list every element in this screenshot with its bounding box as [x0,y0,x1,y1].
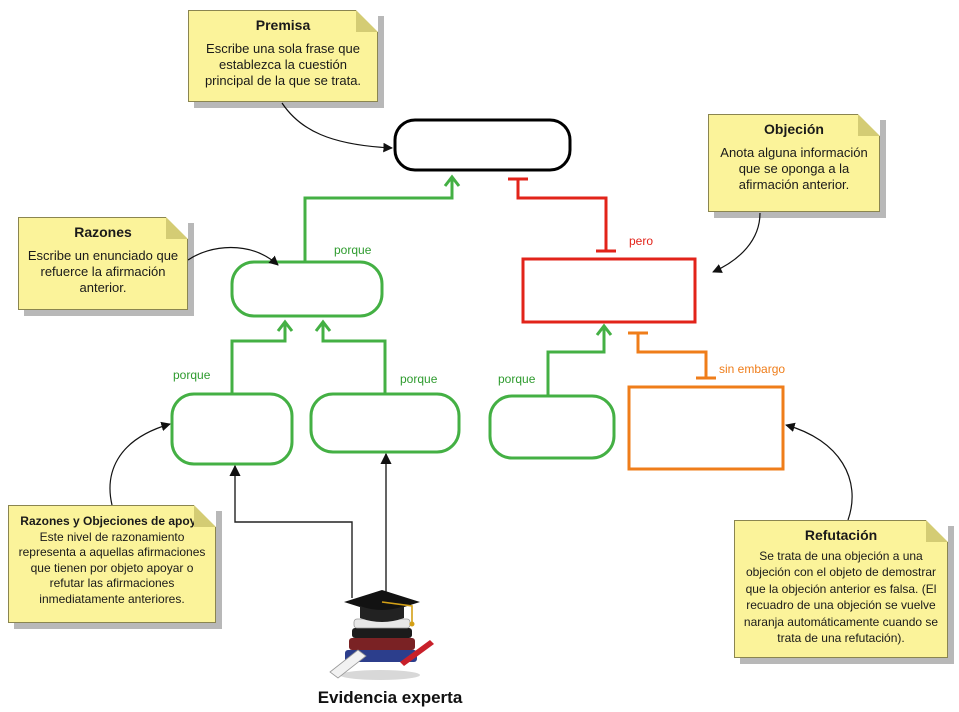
note-razones-objeciones: Razones y Objeciones de apoyo Este nivel… [8,505,216,623]
porque-label-left: porque [173,368,211,382]
evidence-arrows [229,452,392,598]
premise-box[interactable] [393,118,572,172]
support-box-left[interactable] [170,392,294,466]
support-connectors [230,174,613,396]
note-premisa-title: Premisa [255,17,311,33]
evidence-caption: Evidencia experta [317,688,463,707]
note-razones: Razones Escribe un enunciado que refuerc… [18,217,188,310]
porque-label-top: porque [334,243,372,257]
reason-box[interactable] [230,260,384,318]
porque-label-right: porque [498,372,536,386]
objection-box[interactable] [521,257,697,324]
callout-arrows [109,102,853,521]
porque-label-mid: porque [400,372,438,386]
pero-label: pero [629,234,654,248]
note-premisa-body: Escribe una sola frase que establezca la… [204,41,362,88]
note-refutacion-title: Refutación [804,527,878,543]
note-objecion-title: Objeción [764,121,824,137]
note-razones-title: Razones [74,224,132,240]
note-refutacion-body: Se trata de una objeción a una objeción … [743,548,939,646]
note-refutacion: Refutación Se trata de una objeción a un… [734,520,948,658]
support-box-right[interactable] [488,394,616,460]
rebuttal-box[interactable] [627,385,785,471]
note-razones-body: Escribe un enunciado que refuerce la afi… [27,248,179,295]
sin-embargo-label: sin embargo [719,362,786,376]
note-objecion-body: Anota alguna información que se oponga a… [720,145,868,192]
note-razones-objeciones-body: Este nivel de razonamiento representa a … [18,529,206,606]
graduation-cap-icon [329,590,434,680]
note-premisa: Premisa Escribe una sola frase que estab… [188,10,378,102]
objection-connector [508,177,616,253]
note-razones-objeciones-title: Razones y Objeciones de apoyo [20,514,204,528]
rebuttal-connector [628,331,716,380]
note-objecion: Objeción Anota alguna información que se… [708,114,880,212]
support-box-mid[interactable] [309,392,461,454]
